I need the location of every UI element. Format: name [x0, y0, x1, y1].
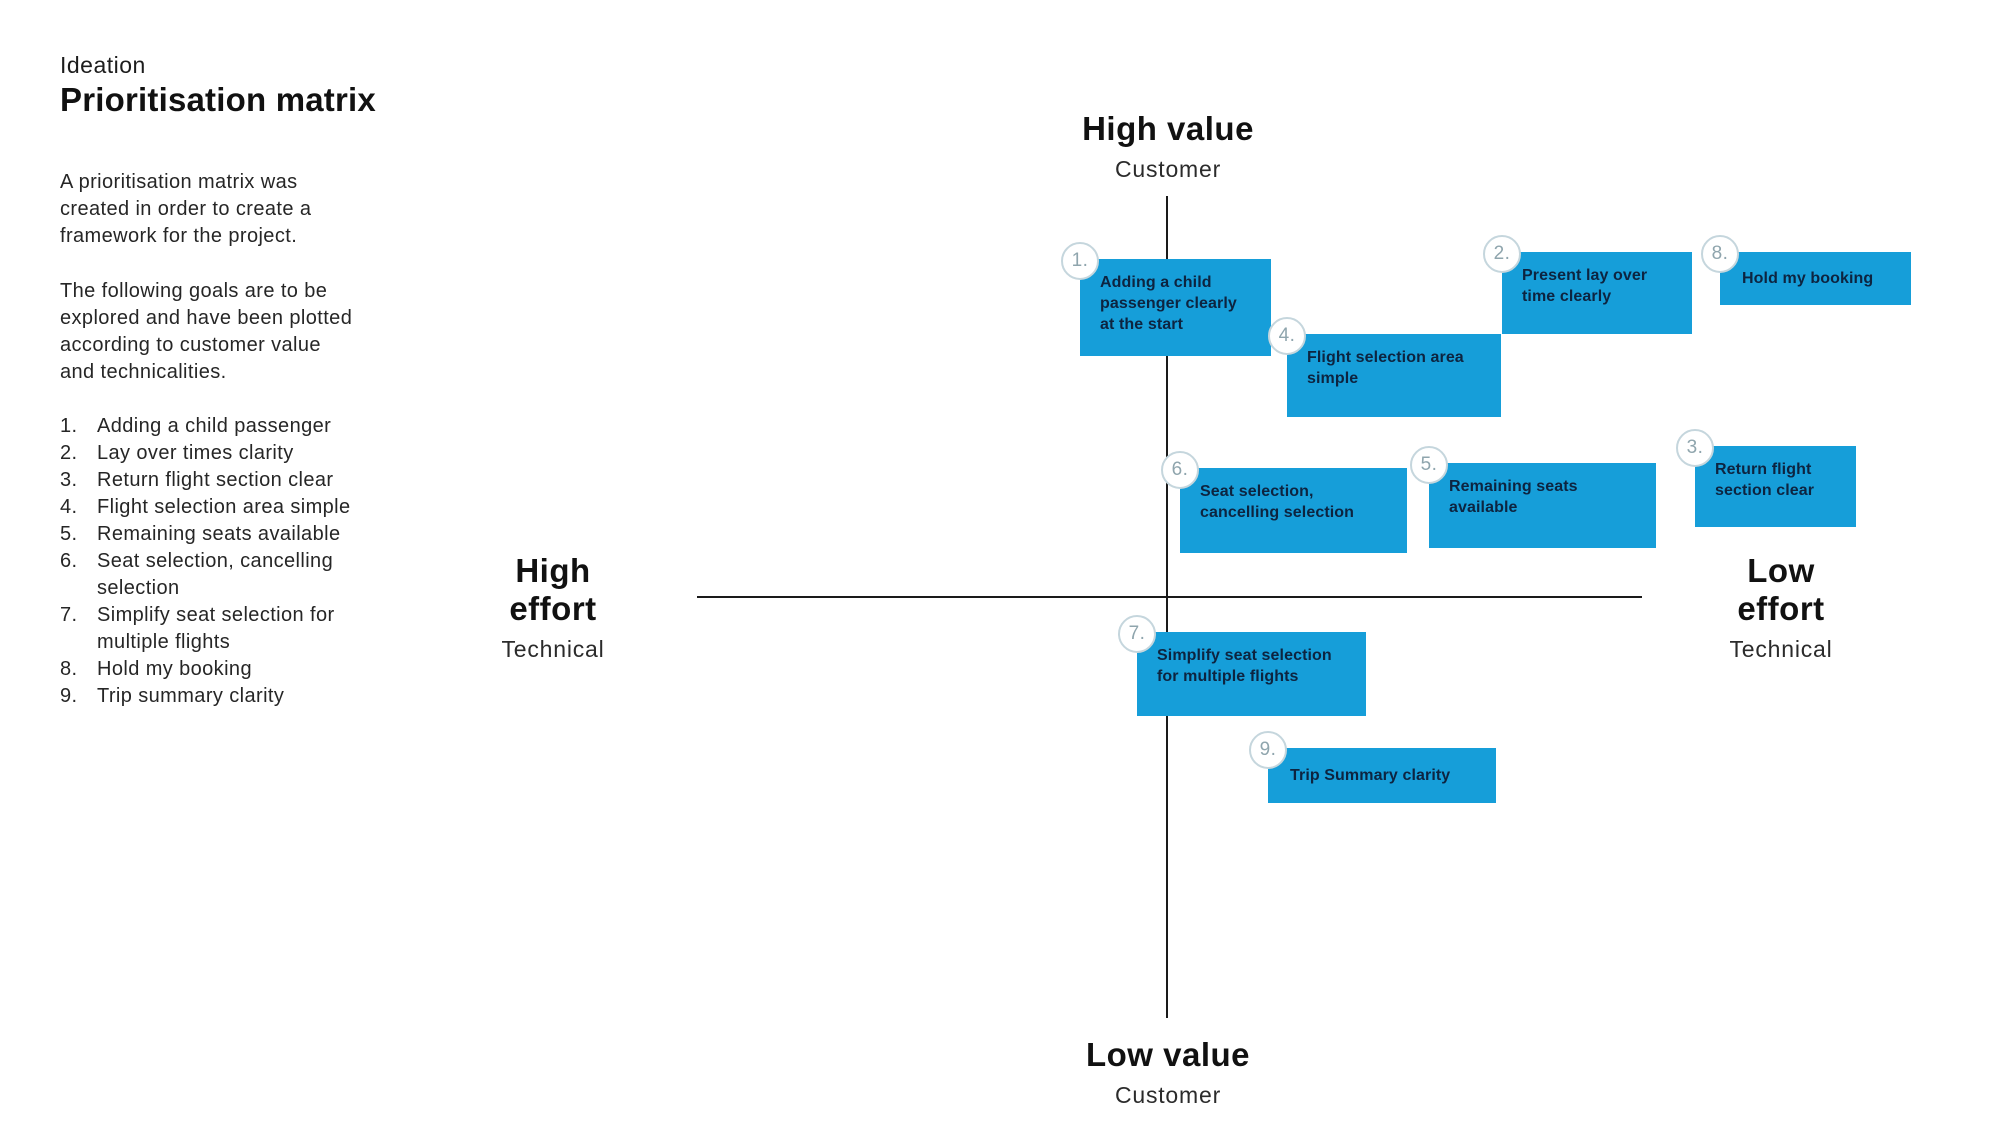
goal-label: Flight selection area simple	[97, 496, 351, 518]
axis-title-low-effort: Low effort	[1737, 552, 1825, 627]
goal-number: 4.	[60, 496, 78, 518]
note-number-badge: 3.	[1676, 429, 1714, 467]
vertical-axis-line	[1166, 196, 1168, 1018]
axis-title-low-value: Low value	[1085, 1036, 1251, 1073]
goal-number: 8.	[60, 658, 78, 680]
goal-number: 2.	[60, 442, 78, 464]
goal-label: Hold my booking	[97, 658, 252, 680]
axis-title-high-value: High value	[1082, 110, 1254, 147]
section-label: Ideation	[60, 52, 146, 78]
axis-title-high-effort: High effort	[509, 552, 597, 627]
note-label: Trip Summary clarity	[1290, 767, 1451, 784]
goal-label: Simplify seat selection for multiple fli…	[97, 604, 335, 653]
note-label: Flight selection area simple	[1307, 349, 1464, 387]
note-label: Adding a child passenger clearly at the …	[1100, 274, 1237, 333]
sticky-note-1: 1.Adding a child passenger clearly at th…	[1061, 242, 1271, 356]
goal-item-3: 3. Return flight section clear	[60, 467, 420, 494]
note-number-badge: 1.	[1061, 242, 1099, 280]
goal-item-5: 5. Remaining seats available	[60, 521, 420, 548]
sticky-note-4: 4.Flight selection area simple	[1268, 317, 1501, 417]
axis-label-high-effort: High effort Technical	[501, 552, 604, 663]
goal-item-4: 4. Flight selection area simple	[60, 494, 420, 521]
sticky-note-6: 6.Seat selection, cancelling selection	[1161, 451, 1407, 553]
axis-label-low-effort: Low effort Technical	[1729, 552, 1832, 663]
goal-label: Trip summary clarity	[97, 685, 285, 707]
goal-number: 5.	[60, 523, 78, 545]
note-number-badge: 2.	[1483, 235, 1521, 273]
sticky-note-7: 7.Simplify seat selection for multiple f…	[1118, 615, 1366, 716]
axis-subtitle-customer-top: Customer	[1114, 156, 1222, 182]
sticky-note-9: 9.Trip Summary clarity	[1249, 731, 1496, 803]
goal-item-1: 1. Adding a child passenger	[60, 413, 420, 440]
goals-list: 1. Adding a child passenger 2. Lay over tim…	[60, 413, 420, 710]
intro-paragraph-2: The following goals are to be explored a…	[60, 280, 353, 383]
goal-label: Seat selection, cancelling selection	[97, 550, 334, 599]
goal-number: 7.	[60, 604, 78, 626]
note-number-badge: 6.	[1161, 451, 1199, 489]
goal-number: 9.	[60, 685, 78, 707]
goal-item-2: 2. Lay over times clarity	[60, 440, 420, 467]
goal-item-9: 9. Trip summary clarity	[60, 683, 420, 710]
note-number-badge: 4.	[1268, 317, 1306, 355]
page-title: Prioritisation matrix	[60, 81, 376, 118]
note-label: Present lay over time clearly	[1522, 267, 1648, 305]
sticky-note-5: 5.Remaining seats available	[1410, 446, 1656, 548]
goal-label: Remaining seats available	[97, 523, 341, 545]
note-label: Seat selection, cancelling selection	[1200, 483, 1355, 521]
axis-label-high-value: High value Customer	[1082, 110, 1254, 183]
goal-label: Return flight section clear	[97, 469, 334, 491]
goal-number: 1.	[60, 415, 78, 437]
note-number-badge: 8.	[1701, 235, 1739, 273]
note-number-badge: 5.	[1410, 446, 1448, 484]
axis-subtitle-technical-left: Technical	[501, 636, 605, 662]
note-label: Hold my booking	[1742, 270, 1874, 287]
sticky-note-8: 8.Hold my booking	[1701, 235, 1911, 305]
axis-label-low-value: Low value Customer	[1086, 1036, 1250, 1109]
goal-number: 6.	[60, 550, 78, 572]
goal-item-7: 7. Simplify seat selection for multiple f…	[60, 602, 420, 656]
intro-paragraph-1: A prioritisation matrix was created in o…	[60, 171, 312, 247]
goal-label: Adding a child passenger	[97, 415, 332, 437]
note-number-badge: 7.	[1118, 615, 1156, 653]
note-number-badge: 9.	[1249, 731, 1287, 769]
axis-subtitle-customer-bottom: Customer	[1114, 1082, 1222, 1108]
goal-number: 3.	[60, 469, 78, 491]
goal-label: Lay over times clarity	[97, 442, 294, 464]
goal-item-6: 6. Seat selection, cancelling selection	[60, 548, 420, 602]
note-label: Return flight section clear	[1715, 461, 1815, 499]
sticky-note-2: 2.Present lay over time clearly	[1483, 235, 1692, 334]
note-label: Remaining seats available	[1449, 478, 1578, 516]
axis-subtitle-technical-right: Technical	[1729, 636, 1833, 662]
note-label: Simplify seat selection for multiple fli…	[1157, 647, 1332, 685]
horizontal-axis-line	[697, 596, 1642, 598]
goal-item-8: 8. Hold my booking	[60, 656, 420, 683]
sticky-note-3: 3.Return flight section clear	[1676, 429, 1856, 527]
